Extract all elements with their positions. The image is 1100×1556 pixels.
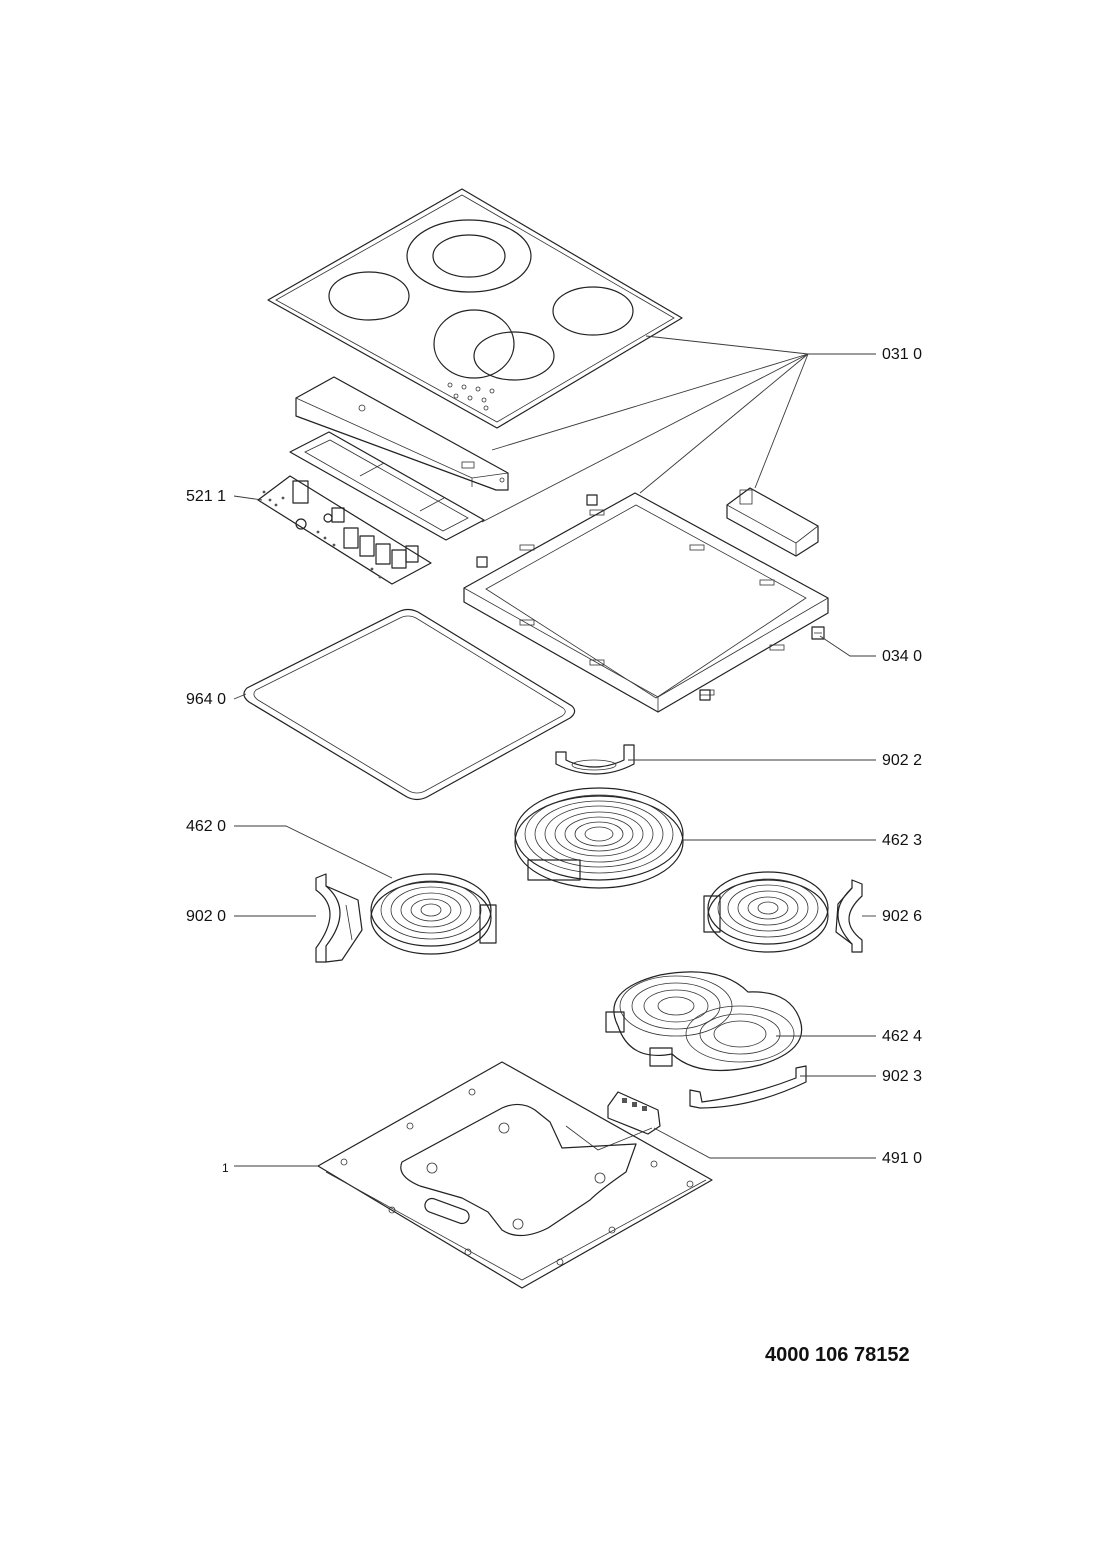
heating-element-right — [703, 871, 829, 953]
part-label-031-0: 031 0 — [882, 346, 923, 363]
terminal-block — [607, 1091, 661, 1135]
part-label-1: 1 — [222, 1161, 229, 1175]
fixing-clip — [811, 626, 825, 640]
part-label-491-0: 491 0 — [882, 1150, 923, 1167]
part-label-462-4: 462 4 — [882, 1028, 923, 1045]
part-label-462-3: 462 3 — [882, 832, 923, 849]
heater-bracket-left — [315, 873, 363, 963]
part-label-034-0: 034 0 — [882, 648, 923, 665]
heater-bracket-oval — [689, 1065, 807, 1109]
leader-lines — [233, 335, 876, 1167]
heating-element-oval — [605, 971, 803, 1072]
side-bracket — [726, 487, 819, 557]
part-label-521-1: 521 1 — [186, 488, 227, 505]
sealing-gasket — [243, 608, 576, 801]
part-label-902-6: 902 6 — [882, 908, 923, 925]
heating-element-large — [514, 787, 684, 889]
part-label-902-3: 902 3 — [882, 1068, 923, 1085]
part-label-902-0: 902 0 — [186, 908, 227, 925]
document-number: 4000 106 78152 — [765, 1344, 910, 1366]
touch-control-frame — [289, 431, 485, 541]
support-frame — [463, 492, 829, 713]
heater-bracket-top — [555, 744, 635, 775]
front-bracket — [295, 376, 509, 491]
part-label-964-0: 964 0 — [186, 691, 227, 708]
base-tray — [317, 1061, 713, 1289]
glass-ceramic-top — [267, 188, 683, 429]
electronic-control-board — [257, 475, 432, 585]
part-label-902-2: 902 2 — [882, 752, 923, 769]
part-label-462-0: 462 0 — [186, 818, 227, 835]
heater-bracket-right — [835, 879, 863, 953]
heating-element-left — [370, 873, 497, 955]
